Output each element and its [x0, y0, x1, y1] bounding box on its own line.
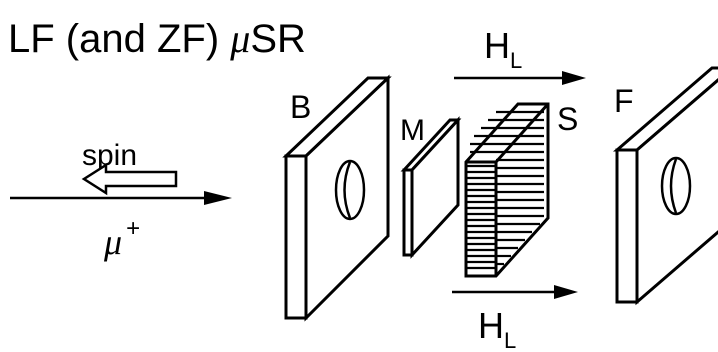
- beam-arrowhead-icon: [204, 191, 232, 205]
- field-arrow-bottom-head-icon: [554, 285, 578, 299]
- spin-arrow-icon: [81, 162, 178, 196]
- field-label-bottom: HL: [478, 305, 516, 352]
- moderator-front: [402, 168, 414, 257]
- backward-counter: B: [282, 74, 392, 322]
- muon-charge: +: [126, 215, 140, 242]
- forward-counter-hole: [660, 156, 692, 216]
- sample: S: [464, 101, 578, 278]
- title-mu: μ: [229, 16, 250, 61]
- sample-hatching: [466, 110, 544, 270]
- backward-counter-hole: [334, 159, 366, 221]
- moderator: M: [400, 114, 462, 259]
- label-B: B: [290, 89, 311, 125]
- diagram-title: LF (and ZF) μSR: [8, 16, 306, 61]
- forward-counter: F: [612, 66, 718, 306]
- field-top-subscript: L: [510, 48, 522, 73]
- label-S: S: [557, 101, 578, 137]
- title-suffix: SR: [250, 17, 306, 61]
- label-F: F: [614, 83, 634, 119]
- field-bottom-symbol: H: [478, 305, 504, 346]
- sample-edge-diag: [494, 102, 550, 164]
- muon-symbol: μ: [103, 222, 122, 262]
- backward-counter-hole-inner: [343, 161, 352, 219]
- backward-counter-front: [284, 154, 308, 320]
- field-arrow-top-head-icon: [562, 71, 586, 85]
- field-arrow-top: HL: [454, 25, 586, 85]
- muon-label: μ+: [103, 215, 140, 262]
- field-bottom-subscript: L: [504, 328, 516, 352]
- title-prefix: LF (and ZF): [8, 17, 230, 61]
- spin-label: spin: [82, 139, 137, 172]
- forward-counter-front: [615, 148, 639, 304]
- forward-counter-hole-inner: [669, 158, 678, 214]
- field-label-top: HL: [484, 25, 522, 73]
- muon-beam: spin μ+: [10, 139, 232, 262]
- field-arrow-bottom: HL: [452, 285, 578, 352]
- field-top-symbol: H: [484, 25, 510, 66]
- label-M: M: [400, 114, 425, 147]
